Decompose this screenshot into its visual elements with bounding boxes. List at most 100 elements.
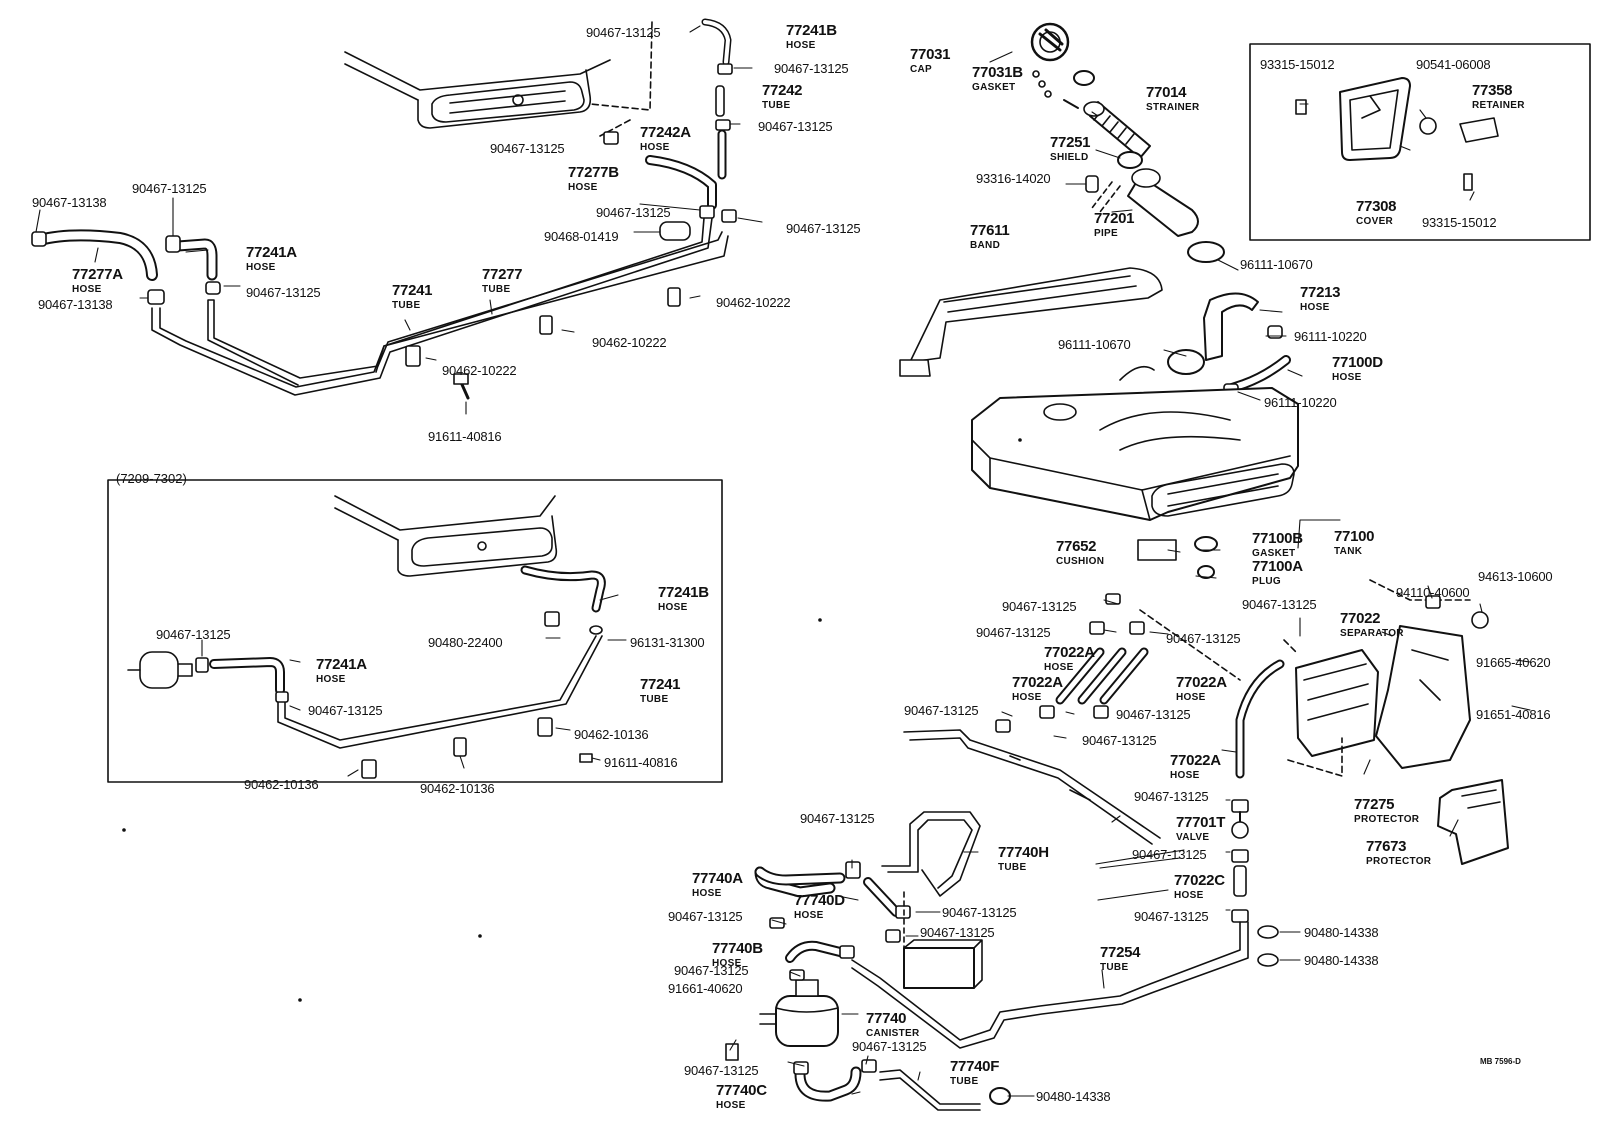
part-code: 77701T bbox=[1176, 814, 1226, 831]
part-name: STRAINER bbox=[1146, 102, 1200, 113]
part-code: 77242A bbox=[640, 124, 691, 141]
callout-77100A: 77100A PLUG bbox=[1252, 558, 1303, 587]
part-name: HOSE bbox=[568, 182, 598, 193]
fuel-cap-77031-shape bbox=[1030, 22, 1070, 62]
part-name: TUBE bbox=[1100, 962, 1129, 973]
callout-77308: 77308 COVER bbox=[1356, 198, 1397, 227]
part-number: 90467-13125 bbox=[308, 703, 383, 718]
part-name: HOSE bbox=[246, 262, 276, 273]
part-code: 77241B bbox=[658, 584, 709, 601]
callout-77201: 77201 PIPE bbox=[1094, 210, 1135, 239]
part-code: 77241A bbox=[246, 244, 297, 261]
part-name: HOSE bbox=[1300, 302, 1330, 313]
callout-77241: 77241 TUBE bbox=[392, 282, 433, 311]
part-number: 90467-13125 bbox=[758, 119, 833, 134]
callout-77740B: 77740B HOSE bbox=[712, 940, 763, 969]
callout-77022: 77022 SEPARATOR bbox=[1340, 610, 1404, 639]
callout-77022A-3: 77022A HOSE bbox=[1176, 674, 1227, 703]
part-code: 77740 bbox=[866, 1010, 907, 1027]
dashed-leader-top bbox=[589, 21, 653, 111]
part-number: 91611-40816 bbox=[604, 755, 678, 770]
part-code: 77213 bbox=[1300, 284, 1341, 301]
part-name: BAND bbox=[970, 240, 1001, 251]
part-number: 94110-40600 bbox=[1396, 585, 1470, 600]
part-code: 77254 bbox=[1100, 944, 1141, 961]
part-number: 90467-13125 bbox=[156, 627, 231, 642]
part-code: 77022A bbox=[1170, 752, 1221, 769]
part-number: 90467-13125 bbox=[490, 141, 565, 156]
part-name: PROTECTOR bbox=[1354, 814, 1420, 825]
part-number: 90467-13125 bbox=[1132, 847, 1207, 862]
part-code: 77277A bbox=[72, 266, 123, 283]
part-number: 90467-13125 bbox=[586, 25, 661, 40]
part-code: 77031B bbox=[972, 64, 1023, 81]
protector-77275-shape bbox=[1375, 625, 1471, 769]
part-code: 77100D bbox=[1332, 354, 1383, 371]
part-number: 96111-10670 bbox=[1058, 337, 1131, 352]
part-name: HOSE bbox=[692, 888, 722, 899]
callout-77242: 77242 TUBE bbox=[762, 82, 803, 111]
part-name: TUBE bbox=[640, 694, 669, 705]
hose-77022C-shape bbox=[1233, 865, 1247, 897]
part-number: 96111-10670 bbox=[1240, 257, 1313, 272]
part-code: 77611 bbox=[970, 222, 1010, 239]
part-number: 90467-13125 bbox=[246, 285, 321, 300]
inset-frame-7209-7302 bbox=[107, 479, 723, 783]
part-code: 77022A bbox=[1012, 674, 1063, 691]
callout-77251: 77251 SHIELD bbox=[1050, 134, 1091, 163]
callout-77022A-2: 77022A HOSE bbox=[1012, 674, 1063, 703]
part-number: 90467-13138 bbox=[38, 297, 113, 312]
part-name: TUBE bbox=[998, 862, 1027, 873]
part-number: 90462-10136 bbox=[420, 781, 495, 796]
part-code: 77241 bbox=[392, 282, 433, 299]
part-number: 90467-13125 bbox=[1134, 789, 1209, 804]
callout-77014: 77014 STRAINER bbox=[1146, 84, 1200, 113]
part-name: CUSHION bbox=[1056, 556, 1105, 567]
callout-77740F: 77740F TUBE bbox=[950, 1058, 999, 1087]
part-code: 77740C bbox=[716, 1082, 767, 1099]
callout-77275: 77275 PROTECTOR bbox=[1354, 796, 1419, 825]
inset-range-note: (7209-7302) bbox=[116, 471, 187, 486]
part-number: 90467-13125 bbox=[684, 1063, 759, 1078]
tube-77740H-shape bbox=[881, 811, 981, 897]
part-name: TUBE bbox=[950, 1076, 979, 1087]
callout-77213: 77213 HOSE bbox=[1300, 284, 1341, 313]
callout-77740H: 77740H TUBE bbox=[998, 844, 1049, 873]
part-code: 77241B bbox=[786, 22, 837, 39]
part-code: 77308 bbox=[1356, 198, 1397, 215]
separator-77022-shape bbox=[1295, 649, 1379, 757]
part-number: 90468-01419 bbox=[544, 229, 619, 244]
callout-inset-77241B: 77241B HOSE bbox=[658, 584, 709, 613]
part-number: 90480-14338 bbox=[1304, 953, 1379, 968]
part-name: HOSE bbox=[1176, 692, 1206, 703]
part-name: HOSE bbox=[786, 40, 816, 51]
part-number: 90467-13125 bbox=[786, 221, 861, 236]
part-code: 77740D bbox=[794, 892, 845, 909]
callout-77100D: 77100D HOSE bbox=[1332, 354, 1383, 383]
part-code: 77022 bbox=[1340, 610, 1381, 627]
strainer-77014-shape bbox=[1083, 101, 1151, 159]
part-code: 77652 bbox=[1056, 538, 1097, 555]
callout-77277B: 77277B HOSE bbox=[568, 164, 619, 193]
part-name: HOSE bbox=[712, 958, 742, 969]
part-number: 90462-10136 bbox=[244, 777, 319, 792]
part-number: 90467-13138 bbox=[32, 195, 107, 210]
callout-77740C: 77740C HOSE bbox=[716, 1082, 767, 1111]
part-code: 77014 bbox=[1146, 84, 1187, 101]
part-number: 96111-10220 bbox=[1264, 395, 1337, 410]
fuel-tank-77100-shape bbox=[971, 365, 1299, 521]
part-number: 94613-10600 bbox=[1478, 569, 1553, 584]
callout-77254: 77254 TUBE bbox=[1100, 944, 1141, 973]
part-name: TUBE bbox=[762, 100, 791, 111]
part-number: 90467-13125 bbox=[1082, 733, 1157, 748]
part-number: 90467-13125 bbox=[1242, 597, 1317, 612]
callout-77031B: 77031B GASKET bbox=[972, 64, 1023, 93]
inset-frame-cover bbox=[1249, 43, 1591, 241]
part-name: RETAINER bbox=[1472, 100, 1525, 111]
callout-77022A-4: 77022A HOSE bbox=[1170, 752, 1221, 781]
callout-77100: 77100 TANK bbox=[1334, 528, 1375, 557]
part-code: 77740A bbox=[692, 870, 743, 887]
part-code: 77022A bbox=[1044, 644, 1095, 661]
part-number: 90467-13125 bbox=[1116, 707, 1191, 722]
